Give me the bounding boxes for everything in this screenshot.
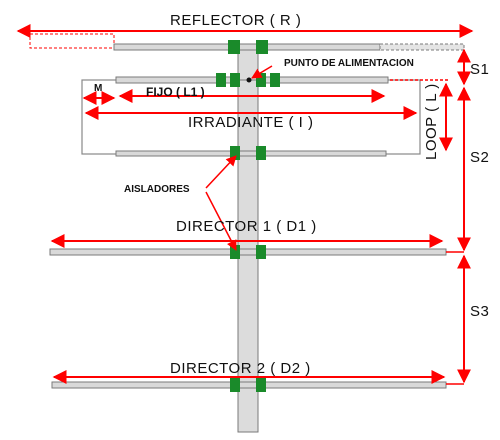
insulators-label: AISLADORES xyxy=(124,184,190,195)
insulator-director2 xyxy=(230,378,266,392)
insulator-director1 xyxy=(230,245,266,259)
director1-element xyxy=(49,248,447,256)
radiator-label: IRRADIANTE ( I ) xyxy=(188,114,314,131)
s1-label: S1 xyxy=(470,61,490,78)
m-label: M xyxy=(94,83,103,94)
insulator-pointer-upper xyxy=(205,155,237,189)
s3-label: S3 xyxy=(470,303,490,320)
director1-label: DIRECTOR 1 ( D1 ) xyxy=(176,218,317,235)
folded-dipole-element xyxy=(81,76,421,157)
insulator-loop-bottom xyxy=(230,146,266,160)
reflector-label: REFLECTOR ( R ) xyxy=(170,12,302,29)
fixed-label: FIJO ( L1 ) xyxy=(146,85,205,99)
insulator-pointer-lower xyxy=(205,191,237,251)
director2-element xyxy=(51,381,447,389)
insulator-reflector xyxy=(228,40,268,54)
s2-label: S2 xyxy=(470,149,490,166)
reflector-element xyxy=(29,33,465,51)
loop-label: LOOP ( L ) xyxy=(423,83,440,160)
feed-point-pointer xyxy=(251,65,273,79)
director2-label: DIRECTOR 2 ( D2 ) xyxy=(170,360,311,377)
feed-point-label: PUNTO DE ALIMENTACION xyxy=(284,58,414,69)
insulator-feed-point xyxy=(216,73,280,87)
